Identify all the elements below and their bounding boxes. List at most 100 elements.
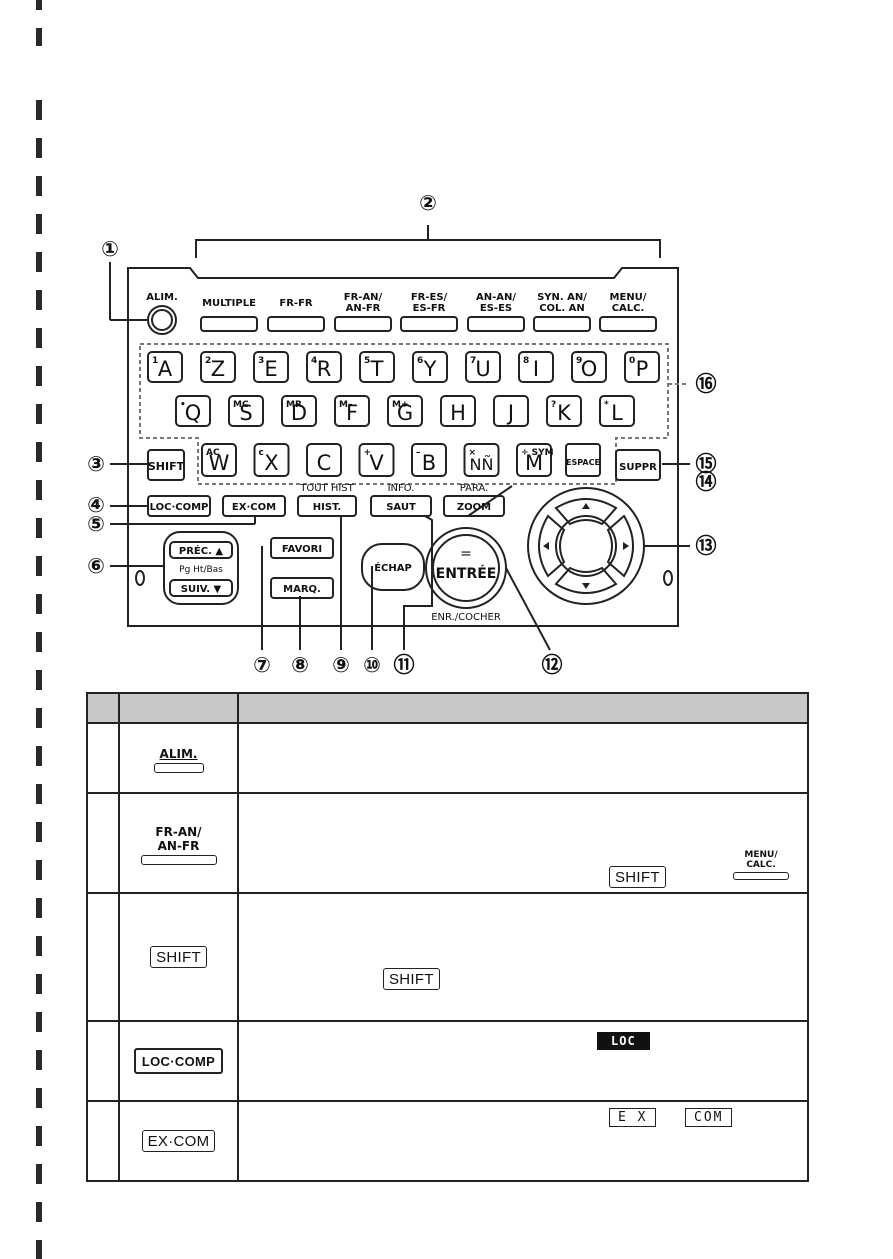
key-main-label: Y (423, 357, 437, 381)
callout-16: ⑯ (696, 372, 717, 396)
key-sub-label: ? (551, 400, 556, 410)
ex-com-label: EX·COM (232, 502, 276, 513)
fr-an-label-2: AN-FR (346, 303, 381, 314)
loc-comp-icon: LOC·COMP (133, 1048, 224, 1074)
callout-5: ⑤ (87, 512, 105, 536)
saut-key (370, 495, 432, 517)
menu-inline-key: MENU/ CALC. (733, 850, 789, 880)
letter-key-row2-6: J (493, 395, 529, 427)
letter-key-row2-8: *L (599, 395, 635, 427)
com-indicator: COM (685, 1108, 733, 1127)
callout-1: ① (101, 237, 119, 261)
alim-icon-label: ALIM. (159, 747, 198, 761)
key-sub-label: 7 (470, 356, 476, 366)
key-sub-label: + (364, 448, 372, 458)
key-sub-label: MR (286, 400, 302, 410)
fr-an-key (334, 316, 392, 332)
key-main-label: NÑ (470, 455, 494, 474)
table-header-cell (86, 692, 120, 724)
key-main-label: E (264, 357, 277, 381)
fr-es-key (400, 316, 458, 332)
letter-key-row2-4: M+G (387, 395, 423, 427)
table-header-cell (237, 692, 809, 724)
key-sub-label: 2 (205, 356, 211, 366)
shift-inline-key: SHIFT (609, 866, 666, 888)
marq-key (270, 577, 334, 599)
an-an-label-2: ES-ES (480, 303, 512, 314)
key-sub-label: MC (233, 400, 249, 410)
favori-label: FAVORI (282, 544, 322, 555)
info-label: INFO. (388, 483, 415, 494)
key-sub-label: 8 (523, 356, 529, 366)
fr-es-label-1: FR-ES/ (411, 292, 448, 303)
tout-hist-label: TOUT HIST (299, 483, 354, 494)
an-an-key (467, 316, 525, 332)
zoom-label: ZOOM (457, 502, 491, 513)
fr-an-icon-label-2: AN-FR (157, 839, 200, 853)
key-main-label: Z (211, 357, 225, 381)
key-main-label: M (525, 451, 543, 475)
key-sub-label: 6 (417, 356, 423, 366)
key-main-label: U (475, 357, 490, 381)
syn-label-1: SYN. AN/ (537, 292, 587, 303)
key-main-label: V (369, 451, 384, 475)
letter-key-row2-3: M–F (334, 395, 370, 427)
ex-indicator: E X (609, 1108, 657, 1127)
callout-8: ⑧ (291, 653, 309, 677)
fr-an-icon-label-1: FR-AN/ (155, 825, 202, 839)
letter-key-row3-5: ×NÑ (463, 443, 500, 477)
callout-7: ⑦ (253, 653, 271, 677)
para-label: PARA. (460, 483, 489, 494)
letter-key-row2-0: •Q (175, 395, 211, 427)
echap-label: ÉCHAP (374, 561, 412, 574)
letter-key-row3-0: ACW (201, 443, 237, 477)
equals-label: = (460, 546, 472, 562)
table-row: LOC·COMP LOC (86, 1020, 809, 1102)
table-row: EX·COM E X COM (86, 1100, 809, 1182)
key-sub-label: 1 (152, 356, 158, 366)
fr-an-label-1: FR-AN/ (344, 292, 383, 303)
table-header-row (86, 692, 809, 724)
callout-2: ② (419, 191, 437, 215)
saut-label: SAUT (386, 502, 416, 513)
key-sub-label: M+ (392, 400, 409, 410)
letter-key-row3-2: C (306, 443, 342, 477)
key-sub-label: × (469, 448, 477, 458)
key-sub-label: c (259, 448, 264, 458)
entree-label: ENTRÉE (436, 565, 497, 582)
key-main-label: I (533, 357, 539, 381)
key-main-label: W (209, 451, 230, 475)
shift-label: SHIFT (148, 460, 185, 473)
key-main-label: T (370, 357, 384, 381)
key-sub-label: ÷ SYM (521, 448, 554, 458)
key-main-label: O (581, 357, 598, 381)
fr-fr-label: FR-FR (279, 298, 313, 309)
menu-label-1: MENU/ (610, 292, 647, 303)
key-main-label: C (317, 451, 332, 475)
shift-inline-key: SHIFT (383, 968, 440, 990)
letter-key-row3-3: +V (358, 443, 395, 477)
fr-an-icon: FR-AN/ AN-FR (140, 825, 217, 865)
key-main-label: G (397, 401, 413, 425)
key-main-label: R (317, 357, 332, 381)
key-sub-label: 5 (364, 356, 370, 366)
hist-label: HIST. (313, 502, 341, 513)
key-sub-label: AC (206, 448, 220, 458)
callout-6: ⑥ (87, 554, 105, 578)
loc-comp-label: LOC·COMP (150, 502, 209, 513)
callout-13: ⑬ (696, 534, 717, 558)
letter-key-row2-7: ?K (546, 395, 582, 427)
key-main-label: S (239, 401, 252, 425)
key-sub-label: 4 (311, 356, 317, 366)
espace-label: ESPACE (566, 458, 600, 467)
key-main-label: Q (185, 401, 202, 425)
suiv-key (169, 579, 233, 597)
callout-12: ⑫ (542, 653, 563, 677)
suppr-key (615, 449, 661, 481)
menu-label-2: CALC. (612, 303, 645, 314)
